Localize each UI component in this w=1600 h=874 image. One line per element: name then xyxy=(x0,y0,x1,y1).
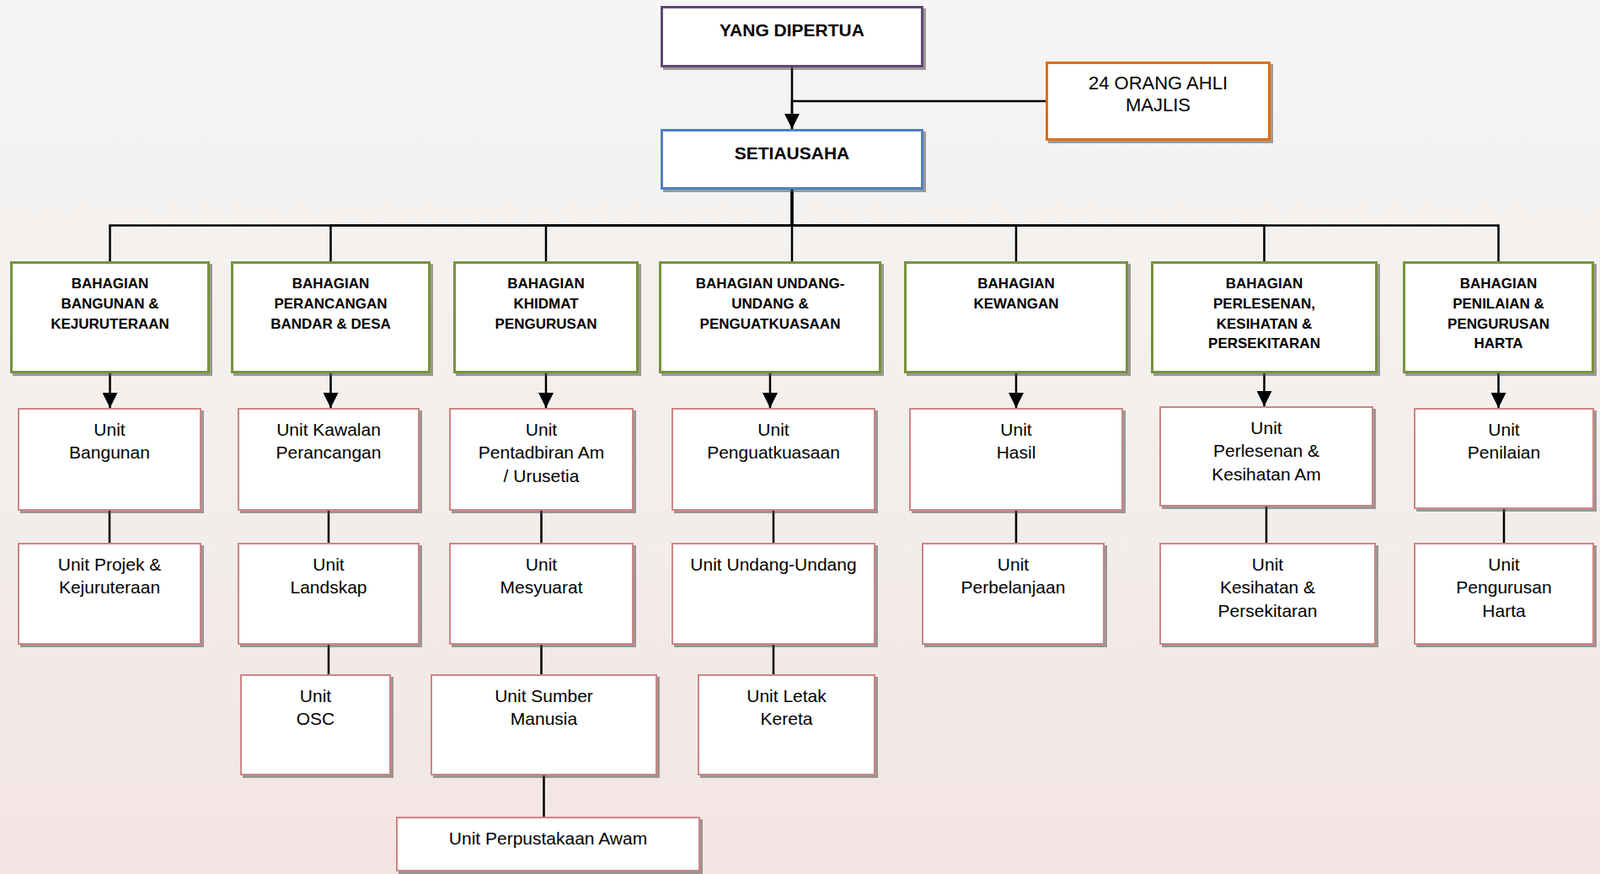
unit-box: Unit Perlesenan & Kesihatan Am xyxy=(1159,406,1374,507)
box-label: BAHAGIAN BANGUNAN & KEJURUTERAAN xyxy=(34,273,187,334)
council-box: 24 ORANG AHLI MAJLIS xyxy=(1045,61,1271,141)
box-label: BAHAGIAN PERANCANGAN BANDAR & DESA xyxy=(259,273,403,334)
connector xyxy=(772,510,776,543)
box-label: Unit Penguatkuasaan xyxy=(701,417,846,465)
box-label: Unit Projek & Kejuruteraan xyxy=(54,552,165,600)
box-label: Unit Hasil xyxy=(990,417,1042,465)
division-box: BAHAGIAN BANGUNAN & KEJURUTERAAN xyxy=(10,261,210,374)
connector xyxy=(1497,373,1500,408)
unit-box: Unit Letak Kereta xyxy=(697,674,876,776)
box-label: Unit Perlesenan & Kesihatan Am xyxy=(1207,416,1326,486)
box-label: Unit Mesyuarat xyxy=(495,552,589,600)
division-box: BAHAGIAN PENILAIAN & PENGURUSAN HARTA xyxy=(1402,261,1595,374)
connector xyxy=(1262,373,1266,407)
box-label: Unit Kesihatan & Persekitaran xyxy=(1214,552,1321,622)
box-label: Unit Penilaian xyxy=(1461,417,1547,465)
unit-box: Unit Sumber Manusia xyxy=(430,674,658,776)
box-label: Unit Sumber Manusia xyxy=(472,684,616,731)
unit-box: Unit Pengurusan Harta xyxy=(1413,542,1595,645)
chairman-box: YANG DIPERTUA xyxy=(660,5,924,68)
unit-box: Unit Mesyuarat xyxy=(449,542,634,645)
unit-box: Unit Pentadbiran Am / Urusetia xyxy=(449,407,634,511)
secretary-box: SETIAUSAHA xyxy=(660,128,924,190)
connector xyxy=(1015,510,1018,543)
box-label: Unit Pengurusan Harta xyxy=(1451,552,1558,622)
unit-box: Unit Kesihatan & Persekitaran xyxy=(1159,542,1376,645)
box-label: BAHAGIAN PENILAIAN & PENGURUSAN HARTA xyxy=(1439,273,1558,354)
division-box: BAHAGIAN KEWANGAN xyxy=(904,261,1129,374)
connector xyxy=(108,373,112,408)
unit-box: Unit Projek & Kejuruteraan xyxy=(17,542,202,645)
box-label: Unit Perbelanjaan xyxy=(956,552,1071,600)
box-label: BAHAGIAN PERLESENAN, KESIHATAN & PERSEKI… xyxy=(1193,273,1337,354)
unit-box: Unit Perbelanjaan xyxy=(921,542,1105,645)
connector xyxy=(769,373,772,408)
box-label: Unit Kawalan Perancangan xyxy=(273,417,384,465)
division-box: BAHAGIAN PERLESENAN, KESIHATAN & PERSEKI… xyxy=(1150,261,1378,374)
connector xyxy=(327,644,331,675)
connector xyxy=(791,189,1499,262)
division-box: BAHAGIAN UNDANG-UNDANG & PENGUATKUASAAN xyxy=(658,261,882,374)
box-label: BAHAGIAN KEWANGAN xyxy=(952,273,1080,315)
connector xyxy=(545,189,792,262)
connector xyxy=(772,644,776,675)
box-label: Unit Undang-Undang xyxy=(690,552,857,576)
connector xyxy=(329,373,332,408)
connector xyxy=(540,644,543,675)
division-box: BAHAGIAN KHIDMAT PENGURUSAN xyxy=(453,261,639,374)
box-label: Unit Pentadbiran Am / Urusetia xyxy=(476,417,607,487)
connector xyxy=(1503,508,1506,543)
connector xyxy=(1265,506,1269,543)
unit-box: Unit Undang-Undang xyxy=(671,542,876,645)
unit-box: Unit Penilaian xyxy=(1413,407,1595,509)
connector xyxy=(542,775,546,817)
unit-box: Unit Perpustakaan Awam xyxy=(395,816,701,872)
box-label: Unit Bangunan xyxy=(63,417,156,465)
unit-box: Unit OSC xyxy=(240,674,391,776)
box-label: BAHAGIAN KHIDMAT PENGURUSAN xyxy=(486,273,605,334)
connector xyxy=(110,189,793,262)
unit-box: Unit Kawalan Perancangan xyxy=(237,407,420,511)
box-label: SETIAUSAHA xyxy=(734,143,851,164)
unit-box: Unit Penguatkuasaan xyxy=(671,407,876,511)
box-label: Unit Perpustakaan Awam xyxy=(449,826,648,850)
connector xyxy=(1015,373,1018,408)
unit-box: Unit Landskap xyxy=(237,542,420,645)
box-label: 24 ORANG AHLI MAJLIS xyxy=(1070,72,1247,118)
box-label: Unit Letak Kereta xyxy=(736,684,838,731)
box-label: Unit Landskap xyxy=(286,552,371,600)
connector xyxy=(327,510,331,543)
division-box: BAHAGIAN PERANCANGAN BANDAR & DESA xyxy=(230,261,431,374)
connector xyxy=(108,510,112,543)
connector xyxy=(791,101,1046,129)
connector xyxy=(540,510,543,543)
box-label: BAHAGIAN UNDANG-UNDANG & PENGUATKUASAAN xyxy=(673,273,867,334)
box-label: Unit OSC xyxy=(290,684,342,731)
box-label: YANG DIPERTUA xyxy=(719,20,865,41)
connector xyxy=(545,373,548,408)
connector xyxy=(331,189,793,262)
unit-box: Unit Hasil xyxy=(909,407,1124,511)
unit-box: Unit Bangunan xyxy=(17,407,202,511)
